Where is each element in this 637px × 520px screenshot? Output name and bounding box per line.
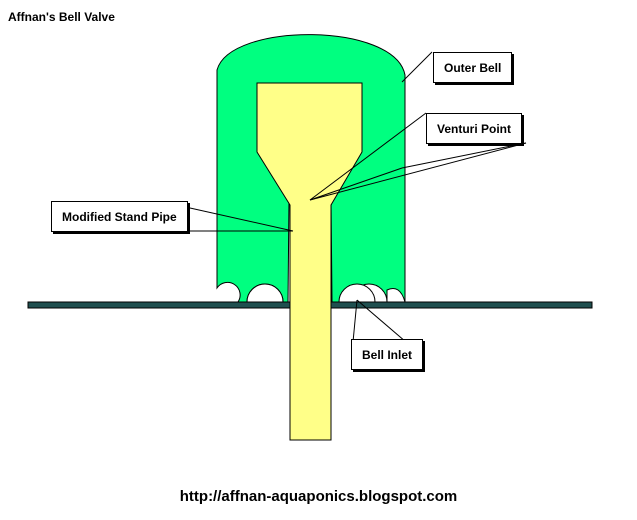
venturi-leader-1 bbox=[309, 112, 427, 201]
inlet-leader-1 bbox=[352, 299, 358, 343]
modified-stand-pipe bbox=[256, 82, 363, 441]
label-outer-bell: Outer Bell bbox=[433, 52, 513, 83]
bell-inlet-right bbox=[338, 283, 376, 303]
venturi-leader-2 bbox=[309, 142, 527, 201]
label-bell-inlet: Bell Inlet bbox=[351, 339, 424, 370]
outer-bell-leader bbox=[401, 51, 433, 83]
venturi-leader-4 bbox=[401, 142, 527, 169]
inlet-leader-2 bbox=[356, 299, 407, 343]
diagram-title: Affnan's Bell Valve bbox=[8, 10, 115, 24]
source-url: http://affnan-aquaponics.blogspot.com bbox=[179, 488, 458, 505]
label-venturi-point: Venturi Point bbox=[426, 113, 523, 144]
leader-lines bbox=[189, 51, 527, 343]
label-modified-stand-pipe: Modified Stand Pipe bbox=[51, 201, 188, 232]
venturi-leader-3 bbox=[309, 167, 403, 201]
stand-pipe-leader-1 bbox=[189, 207, 294, 232]
bell-inlet-left bbox=[246, 283, 284, 303]
